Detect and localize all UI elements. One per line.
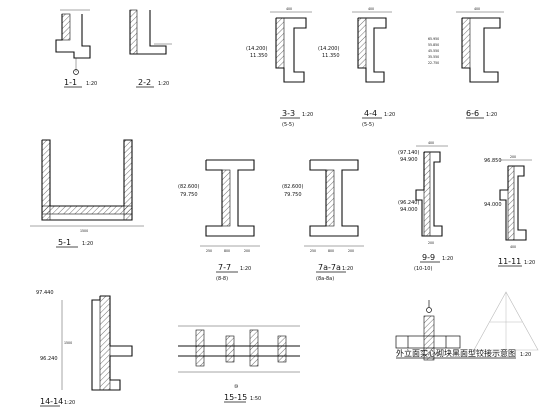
section-label: 3-3 [282,109,295,118]
elevation-2: 94.900 [400,157,418,163]
dim-top: 200 [510,155,516,159]
section-sub-label: (10-10) [414,266,432,272]
elevation-2: 11.350 [322,53,340,59]
dim-top: 400 [428,141,434,145]
section-sub-label: (5-5) [362,122,374,128]
elevation-2: 79.750 [180,192,198,198]
section-scale: 1:20 [342,266,353,272]
section-circle-number: ⑩ [234,384,239,390]
section-scale: 1:20 [302,112,313,118]
dim-side: 1500 [64,341,72,345]
section-label: 5-1 [58,238,71,247]
section-scale: 1:20 [240,266,251,272]
section-scale: 1:20 [82,241,93,247]
section-7-7: 250 800 200 (82.600) 79.750 7-7 1:20 (8-… [178,159,260,282]
elevation-4: 35.550 [428,55,439,59]
dim-3: 200 [244,249,250,253]
section-label: 14-14 [40,397,63,406]
section-4-4: 400 (14.200) 11.350 4-4 1:20 (5-5) [318,7,395,128]
dim-bottom: 400 [510,245,516,249]
elevation-5: 22.750 [428,61,439,65]
elevation-1: 97.440 [36,290,54,296]
elevation-2: 79.750 [284,192,302,198]
elevation-1: 65.950 [428,37,439,41]
dim-top: 400 [286,7,292,11]
dim-bottom: 200 [428,241,434,245]
section-label: 9-9 [422,253,435,262]
section-scale: 1:20 [64,400,75,406]
triangle-watermark-icon [473,291,539,351]
elevation-2: 94.000 [484,202,502,208]
section-sub-label: (5-5) [282,122,294,128]
elevation-2: 11.350 [250,53,268,59]
section-2-2: 2-2 1:20 [129,9,172,88]
elevation-4: 94.000 [400,207,418,213]
elevation-1: (82.600) [178,184,199,190]
section-label: 4-4 [364,109,377,118]
elevation-1: (97.140) [398,150,419,156]
section-label: 11-11 [498,257,521,266]
dim-3: 200 [348,249,354,253]
section-15-15: ⑩ 15-15 1:50 [178,325,300,403]
section-label: 1-1 [64,78,77,87]
legend-diagram: 外立面实心砌块黑面型铰接示意图 1:20 [395,291,539,361]
section-sub-label: (8-8) [216,276,228,282]
section-scale: 1:20 [486,112,497,118]
elevation-1: 96.850 [484,158,502,164]
section-11-11: 200 400 96.850 94.000 11-11 1:20 [484,155,535,267]
dim-2: 800 [224,249,230,253]
section-14-14: 1500 97.440 96.240 14-14 1:20 [36,290,133,407]
elevation-2: 96.240 [40,356,58,362]
section-scale: 1:20 [86,81,97,87]
legend-caption: 外立面实心砌块黑面型铰接示意图 [396,348,516,358]
elevation-1: (82.600) [282,184,303,190]
section-1-1: 1-1 1:20 [55,9,97,88]
dim-bottom: 1500 [80,229,88,233]
elevation-1: (14.200) [246,46,267,52]
elevation-2: 55.850 [428,43,439,47]
section-label: 7a-7a [318,263,341,272]
elevation-3: 45.550 [428,49,439,53]
section-label: 15-15 [224,393,247,402]
dim-2: 800 [328,249,334,253]
section-label: 6-6 [466,109,479,118]
elevation-3: (96.240) [398,200,419,206]
section-6-6: 400 65.950 55.850 45.550 35.550 22.750 6… [428,7,504,119]
section-scale: 1:20 [442,256,453,262]
section-9-9: 400 200 (97.140) 94.900 (96.240) 94.000 … [398,141,453,272]
section-scale: 1:20 [524,260,535,266]
section-label: 7-7 [218,263,231,272]
legend-scale: 1:20 [520,352,531,358]
elevation-1: (14.200) [318,46,339,52]
dim-1: 250 [310,249,316,253]
dim-top: 400 [474,7,480,11]
section-5-1: 1500 5-1 1:20 [30,139,144,248]
dim-1: 250 [206,249,212,253]
section-label: 2-2 [138,78,151,87]
section-scale: 1:20 [158,81,169,87]
section-3-3: 400 (14.200) 11.350 3-3 1:20 (5-5) [246,7,313,128]
section-7a-7a: 250 800 200 (82.600) 79.750 7a-7a 1:20 (… [282,159,364,282]
section-scale: 1:50 [250,396,261,402]
dim-top: 400 [368,7,374,11]
section-scale: 1:20 [384,112,395,118]
section-sub-label: (8a-8a) [316,276,334,282]
